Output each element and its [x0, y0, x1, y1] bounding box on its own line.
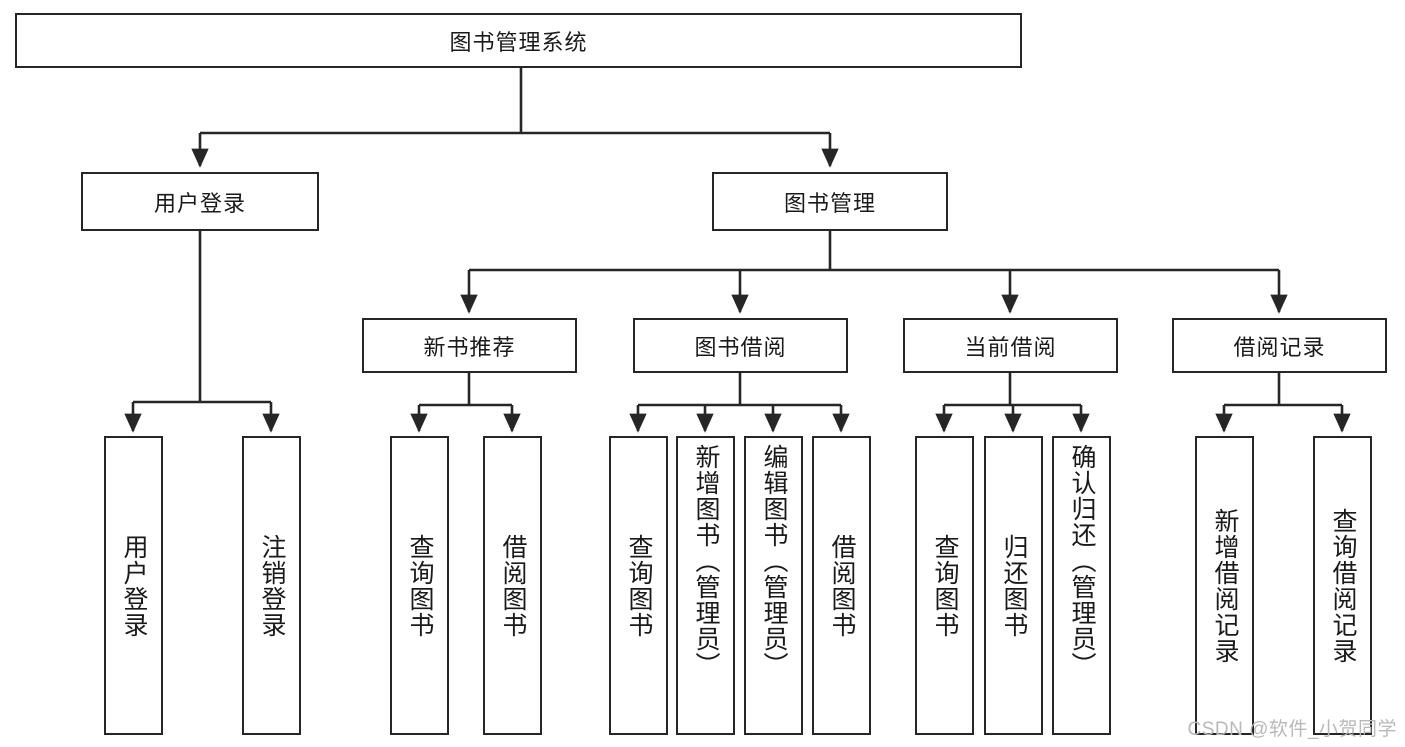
- node-borrow-record[interactable]: 借阅记录: [1172, 318, 1387, 373]
- node-leaf-logout[interactable]: 注销登录: [242, 436, 301, 735]
- node-leaf-user-login[interactable]: 用户登录: [104, 436, 163, 735]
- node-label: 查询图书: [931, 533, 959, 638]
- node-leaf-borrow-book-2[interactable]: 借阅图书: [812, 436, 871, 735]
- node-label: 用户登录: [153, 190, 246, 216]
- node-book-manage[interactable]: 图书管理: [712, 172, 948, 231]
- node-label: 用户登录: [120, 533, 148, 638]
- node-leaf-query-book-1[interactable]: 查询图书: [390, 436, 449, 735]
- node-label: 借阅图书: [499, 533, 527, 638]
- node-label: 查询图书: [625, 533, 653, 638]
- node-leaf-add-borrow-record[interactable]: 新增借阅记录: [1195, 436, 1254, 735]
- node-current-borrow[interactable]: 当前借阅: [903, 318, 1118, 373]
- node-label: 编辑图书（管理员）: [760, 444, 788, 678]
- node-root-system[interactable]: 图书管理系统: [15, 13, 1022, 68]
- node-label: 查询图书: [406, 533, 434, 638]
- node-label: 图书管理: [783, 190, 876, 216]
- node-label: 归还图书: [1000, 533, 1028, 638]
- node-label: 查询借阅记录: [1329, 507, 1357, 664]
- node-label: 新书推荐: [423, 334, 516, 360]
- node-label: 确认归还（管理员）: [1068, 444, 1096, 678]
- watermark-text: CSDN @软件_小贺同学: [1187, 719, 1397, 740]
- node-leaf-query-book-3[interactable]: 查询图书: [915, 436, 974, 735]
- node-label: 图书管理系统: [449, 29, 588, 55]
- node-leaf-edit-book-admin[interactable]: 编辑图书（管理员）: [744, 436, 803, 735]
- node-label: 注销登录: [258, 533, 286, 638]
- node-label: 借阅记录: [1233, 334, 1326, 360]
- node-label: 当前借阅: [964, 334, 1057, 360]
- node-leaf-return-book[interactable]: 归还图书: [984, 436, 1043, 735]
- node-new-book-recommend[interactable]: 新书推荐: [362, 318, 577, 373]
- node-leaf-borrow-book-1[interactable]: 借阅图书: [483, 436, 542, 735]
- node-label: 借阅图书: [828, 533, 856, 638]
- node-user-login[interactable]: 用户登录: [81, 172, 319, 231]
- node-leaf-query-borrow-record[interactable]: 查询借阅记录: [1313, 436, 1372, 735]
- node-leaf-add-book-admin[interactable]: 新增图书（管理员）: [676, 436, 735, 735]
- node-label: 图书借阅: [694, 334, 787, 360]
- node-label: 新增借阅记录: [1211, 507, 1239, 664]
- node-leaf-query-book-2[interactable]: 查询图书: [609, 436, 668, 735]
- node-label: 新增图书（管理员）: [692, 444, 720, 678]
- node-leaf-confirm-return-admin[interactable]: 确认归还（管理员）: [1052, 436, 1111, 735]
- node-book-borrow[interactable]: 图书借阅: [633, 318, 848, 373]
